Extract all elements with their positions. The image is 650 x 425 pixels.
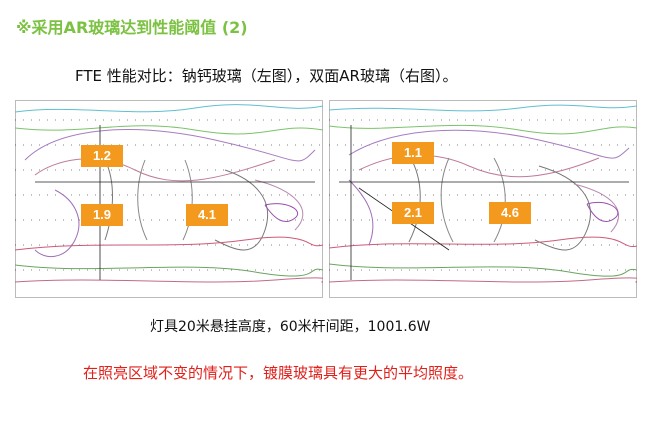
illuminance-badge: 1.9 — [81, 204, 123, 226]
isolux-plot-ar-glass: 1.1 2.1 4.6 — [329, 100, 637, 298]
isolux-contours-right — [329, 100, 637, 298]
isolux-contours-left — [15, 100, 323, 298]
isolux-plot-soda-lime: 1.2 1.9 4.1 — [15, 100, 323, 298]
comparison-subtitle: FTE 性能对比：钠钙玻璃（左图），双面AR玻璃（右图）。 — [75, 67, 458, 85]
luminaire-caption: 灯具20米悬挂高度，60米杆间距，1001.6W — [150, 319, 431, 335]
illuminance-badge: 4.6 — [489, 202, 531, 224]
slide-title: ※采用AR玻璃达到性能阈值 (2) — [16, 18, 248, 37]
illuminance-badge: 4.1 — [186, 204, 228, 226]
conclusion-text: 在照亮区域不变的情况下，镀膜玻璃具有更大的平均照度。 — [83, 364, 474, 382]
illuminance-badge: 2.1 — [392, 202, 434, 224]
illuminance-badge: 1.2 — [81, 145, 123, 167]
illuminance-badge: 1.1 — [392, 142, 434, 164]
